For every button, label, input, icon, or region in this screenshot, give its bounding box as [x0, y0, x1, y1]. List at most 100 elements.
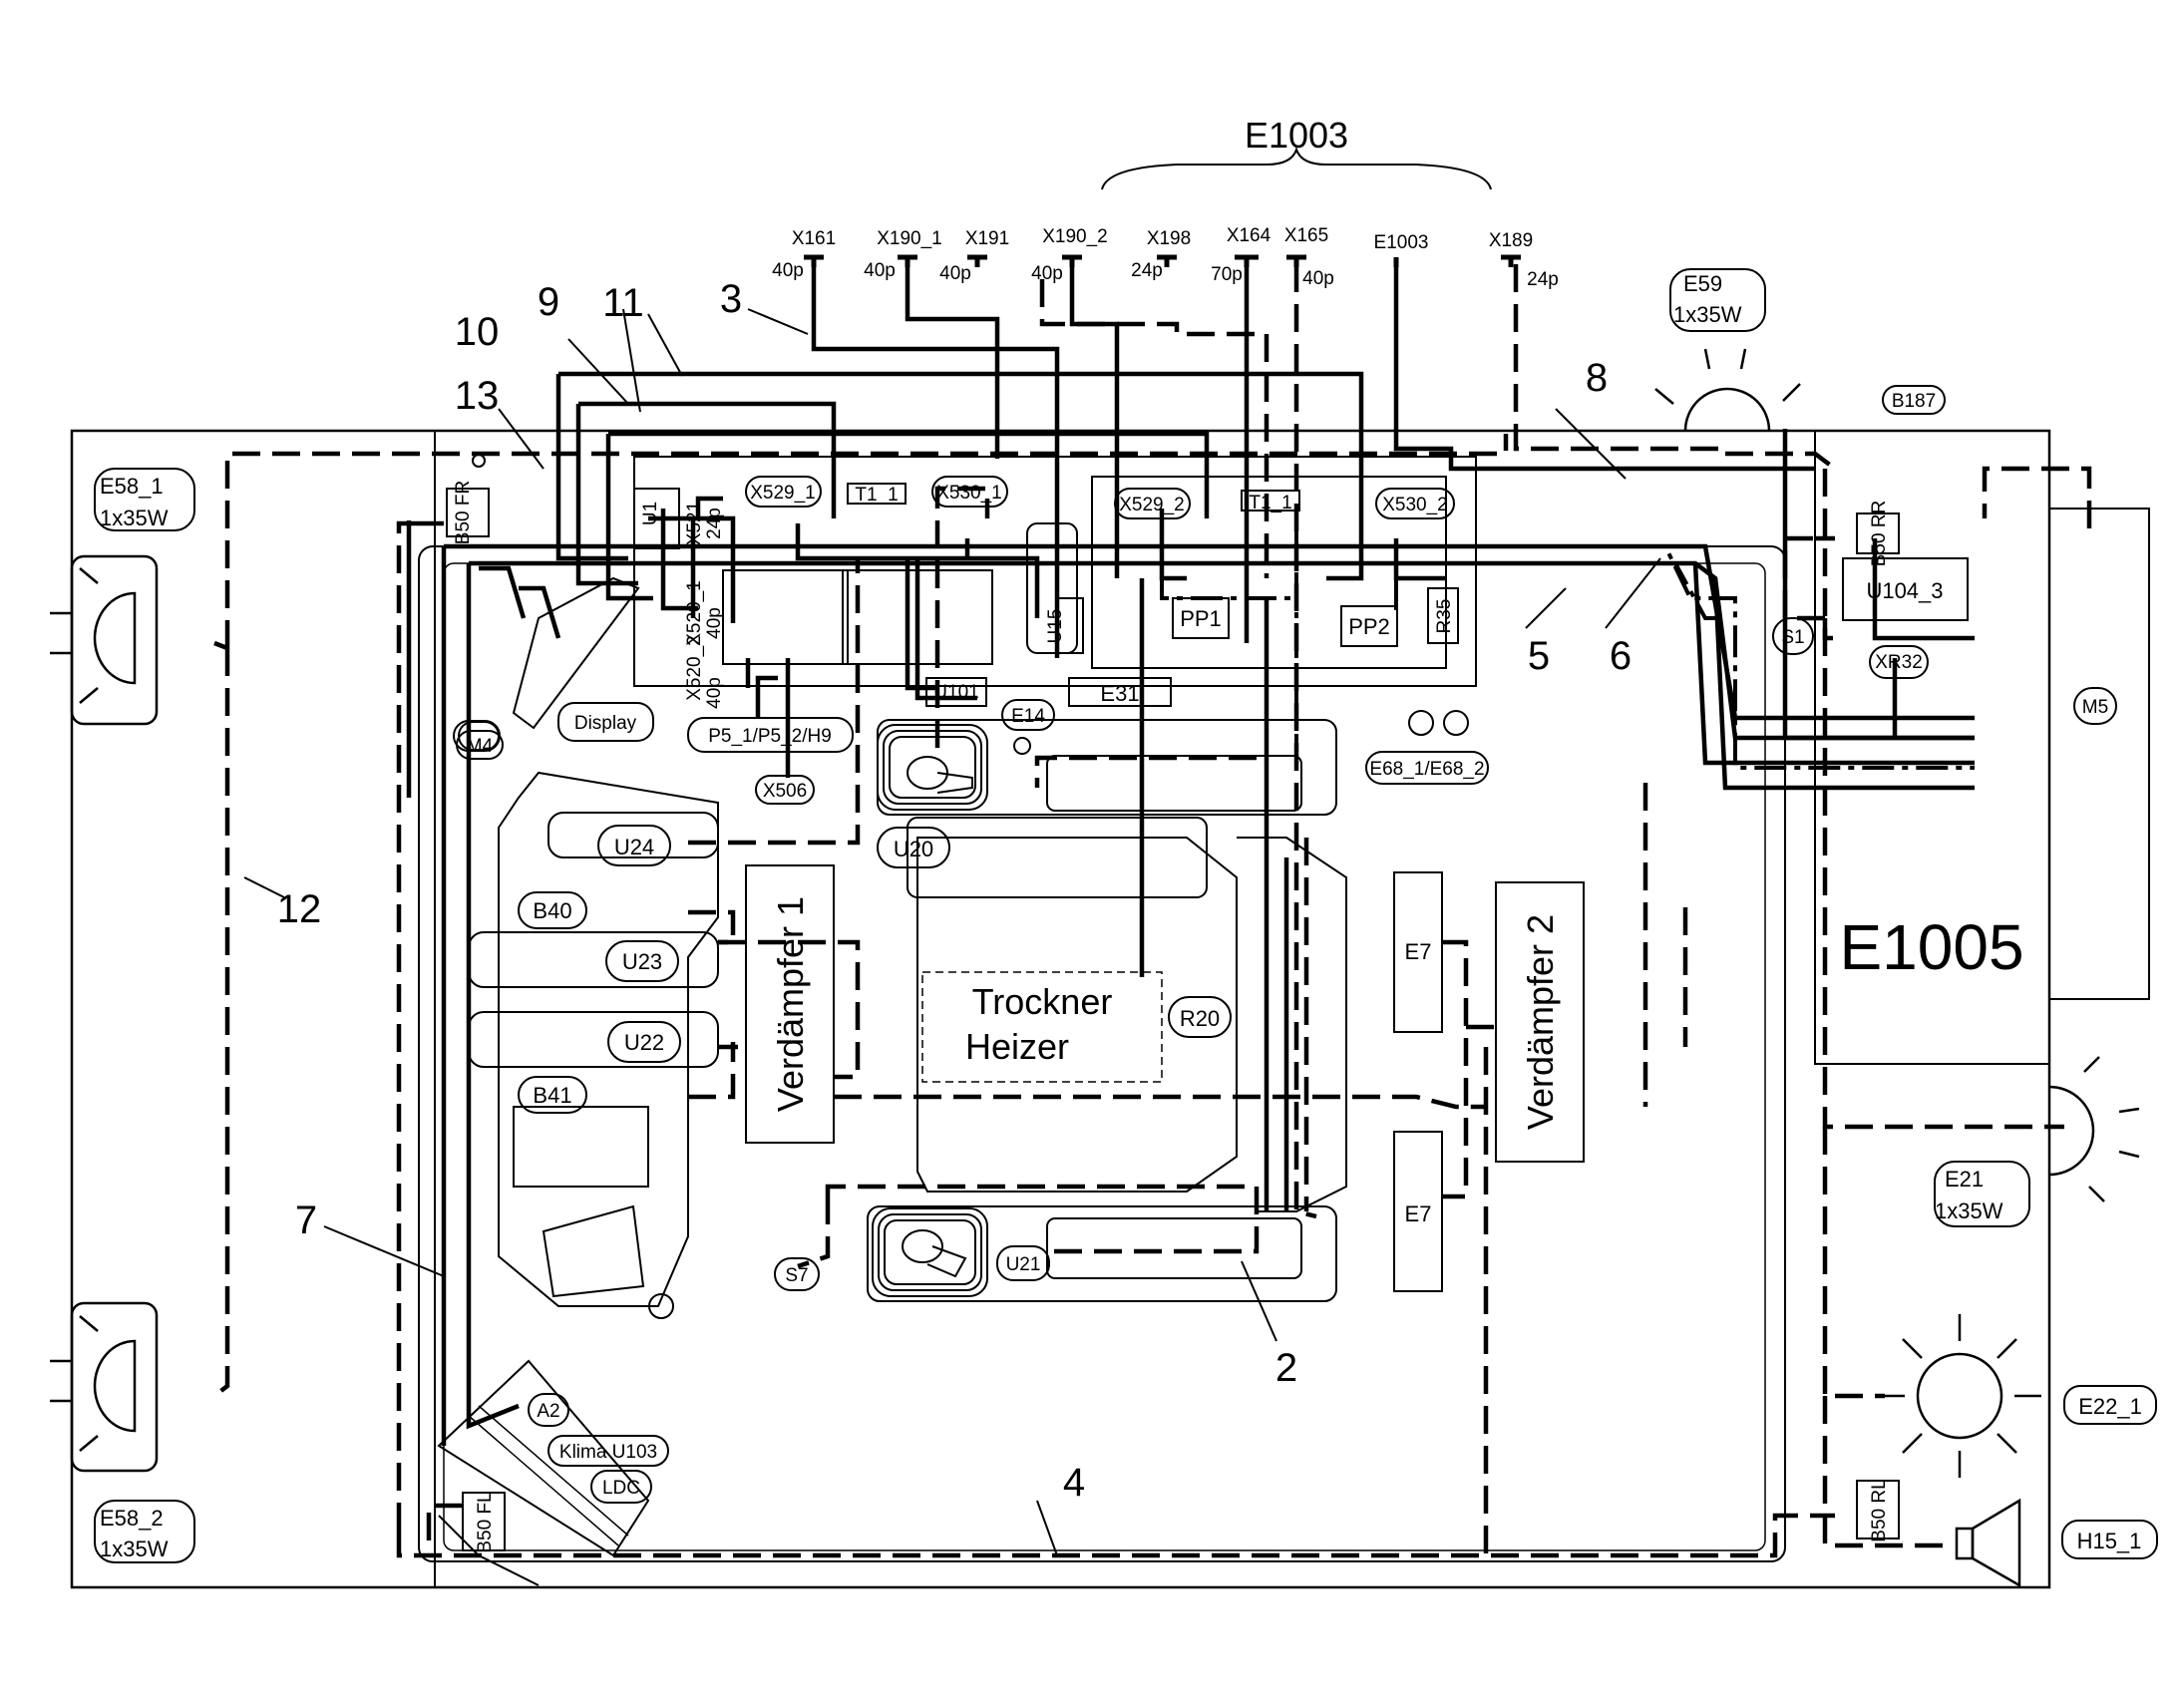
label-pp2: PP2	[1348, 614, 1390, 639]
verdampfer2-box	[1495, 881, 1585, 1163]
joystick-bottom-base	[867, 1205, 1337, 1302]
label-x521: X521	[684, 502, 705, 545]
joystick-bottom-inner	[1046, 1217, 1302, 1279]
seat-outline	[916, 837, 1238, 1193]
connector-labels: X161 40p X190_1 40p X191 40p X190_2 40p …	[772, 225, 1559, 290]
callout-leaders	[243, 308, 1661, 1556]
label-verdampfer1: Verdämpfer 1	[770, 896, 811, 1112]
component-labels: B187 B50 RR U104_3 S1 XR32 M5 E1005 B50 …	[453, 391, 2108, 1553]
lamp-e58-2-name: E58_2	[100, 1506, 164, 1531]
callout-11: 11	[602, 281, 644, 325]
e1003-brace	[1101, 146, 1492, 190]
connector-x164-pins: 70p	[1211, 264, 1243, 285]
verdampfer1-box	[745, 864, 835, 1144]
callout-6: 6	[1610, 634, 1632, 678]
lamp-e58-1-name: E58_1	[100, 474, 164, 499]
label-u20: U20	[894, 837, 933, 861]
label-xr32: XR32	[1875, 652, 1923, 673]
connector-x190-1-label: X190_1	[877, 228, 942, 249]
callout-2: 2	[1275, 1346, 1297, 1390]
armrest-u23	[468, 931, 719, 988]
joystick-top-icon	[877, 724, 988, 811]
label-u22: U22	[624, 1030, 664, 1055]
connector-x198-label: X198	[1147, 228, 1191, 249]
label-t1-1b: T1_1	[1249, 493, 1291, 513]
label-p5: P5_1/P5_2/H9	[708, 726, 832, 747]
callout-4: 4	[1063, 1461, 1085, 1505]
label-s7: S7	[785, 1265, 808, 1286]
dashed-harnesses	[212, 264, 2092, 1558]
e7-bottom-box	[1393, 1131, 1443, 1292]
lamp-e58-2-icon	[50, 1301, 159, 1473]
lamp-e59-icon	[1654, 348, 1801, 432]
label-b40: B40	[533, 898, 571, 923]
callout-3: 3	[720, 277, 742, 321]
callout-5: 5	[1528, 634, 1550, 678]
label-m5: M5	[2082, 697, 2108, 718]
callout-10: 10	[455, 310, 500, 354]
lamp-e59-name: E59	[1683, 271, 1722, 296]
connector-terminals	[804, 254, 1521, 267]
label-s1: S1	[1781, 627, 1804, 648]
label-b50-rr: B50 RR	[1869, 501, 1890, 567]
label-display: Display	[574, 713, 637, 734]
label-x530-2: X530_2	[1382, 495, 1448, 515]
label-x530-1: X530_1	[936, 483, 1002, 504]
label-a2: A2	[537, 1401, 559, 1422]
label-e7-bottom: E7	[1405, 1201, 1432, 1226]
label-m4: M4	[467, 736, 494, 757]
label-u1: U1	[640, 502, 661, 525]
connector-x189-pins: 24p	[1527, 269, 1559, 290]
label-u101: U101	[933, 682, 978, 703]
dashdot-harnesses	[698, 518, 1975, 770]
lamp-e22-1-icon	[1878, 1314, 2041, 1478]
label-x529-2: X529_2	[1119, 495, 1185, 515]
trockner-box	[921, 971, 1163, 1083]
label-e68: E68_1/E68_2	[1369, 759, 1484, 780]
lamp-e22-1-name: E22_1	[2078, 1394, 2142, 1419]
lamp-e58-2-rating: 1x35W	[100, 1537, 169, 1561]
cabin-inner	[443, 562, 1766, 1551]
callout-8: 8	[1586, 356, 1608, 400]
label-e7-top: E7	[1405, 939, 1432, 964]
connector-e1003-label: E1003	[1374, 232, 1429, 253]
connector-x189-label: X189	[1489, 230, 1533, 251]
callout-7: 7	[295, 1198, 317, 1242]
label-x520-2-pins: 40p	[704, 677, 725, 709]
lamp-labels: E59 1x35W E58_1 1x35W E58_2 1x35W E21 1x…	[100, 271, 2142, 1561]
label-verdampfer2: Verdämpfer 2	[1520, 914, 1561, 1130]
label-r20: R20	[1180, 1006, 1220, 1031]
armrest-u24	[547, 812, 719, 858]
connector-x190-2-label: X190_2	[1042, 226, 1108, 247]
label-e31: E31	[1100, 681, 1139, 706]
connector-block-left	[722, 569, 849, 665]
display-shape	[512, 576, 640, 730]
e7-top-box	[1393, 871, 1443, 1033]
label-u104-3: U104_3	[1866, 578, 1943, 603]
label-r35: R35	[1434, 599, 1455, 634]
label-trockner: Trockner	[972, 981, 1113, 1022]
control-panel-inner	[1091, 476, 1447, 669]
label-klima: Klima U103	[559, 1442, 657, 1463]
label-b50-rl: B50 RL	[1869, 1479, 1890, 1541]
connector-x191-label: X191	[965, 228, 1009, 249]
label-x520-1-pins: 40p	[704, 607, 725, 639]
joystick-bottom-icon	[872, 1207, 988, 1297]
title-e1003: E1003	[1245, 115, 1348, 156]
callout-numbers: 2 3 4 5 6 7 8 9 10 11 12 13	[277, 277, 1632, 1505]
lamp-e59-rating: 1x35W	[1673, 302, 1742, 327]
label-pp1: PP1	[1180, 606, 1222, 631]
panel-block-2	[542, 1204, 645, 1298]
label-x520-1: X520_1	[684, 580, 705, 646]
connector-x191-pins: 40p	[939, 263, 971, 284]
label-b50-fr: B50 FR	[453, 481, 474, 544]
connector-x161-pins: 40p	[772, 260, 804, 281]
label-e1005: E1005	[1839, 911, 2023, 983]
lamp-e21-name: E21	[1945, 1167, 1984, 1192]
component-badges	[94, 268, 2158, 1563]
joystick-top-inner	[1046, 755, 1302, 812]
connector-x190-2-pins: 40p	[1031, 263, 1063, 284]
connector-x165-pins: 40p	[1302, 268, 1334, 289]
label-u24: U24	[614, 835, 654, 859]
seat-base	[907, 817, 1208, 898]
